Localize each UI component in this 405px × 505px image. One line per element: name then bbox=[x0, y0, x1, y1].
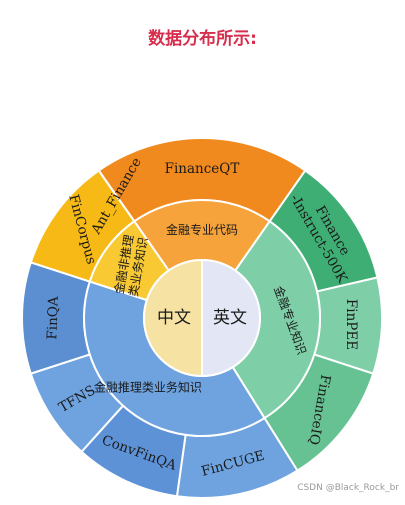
page-title: 数据分布所示: bbox=[148, 29, 257, 49]
watermark: CSDN @Black_Rock_br bbox=[297, 483, 399, 493]
outer-label: FinanceQT bbox=[165, 161, 240, 177]
core-label-right: 英文 bbox=[213, 308, 247, 328]
core-half-left bbox=[143, 258, 203, 378]
middle-label: 金融推理类业务知识 bbox=[94, 379, 202, 394]
middle-ring bbox=[83, 199, 321, 437]
middle-label: 金融专业代码 bbox=[166, 222, 238, 237]
core-half-right bbox=[201, 258, 261, 378]
core-circle bbox=[143, 258, 261, 378]
outer-label: FinQA bbox=[44, 296, 62, 340]
core-label-left: 中文 bbox=[157, 308, 191, 328]
outer-label: FinPEE bbox=[343, 299, 359, 350]
